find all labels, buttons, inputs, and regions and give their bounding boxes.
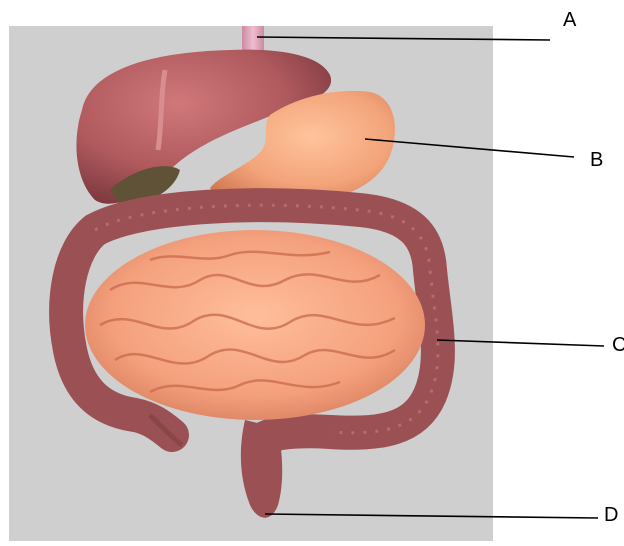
label-c: C xyxy=(612,335,624,355)
label-b: B xyxy=(590,150,603,170)
label-a: A xyxy=(563,10,576,30)
label-d: D xyxy=(604,505,618,525)
